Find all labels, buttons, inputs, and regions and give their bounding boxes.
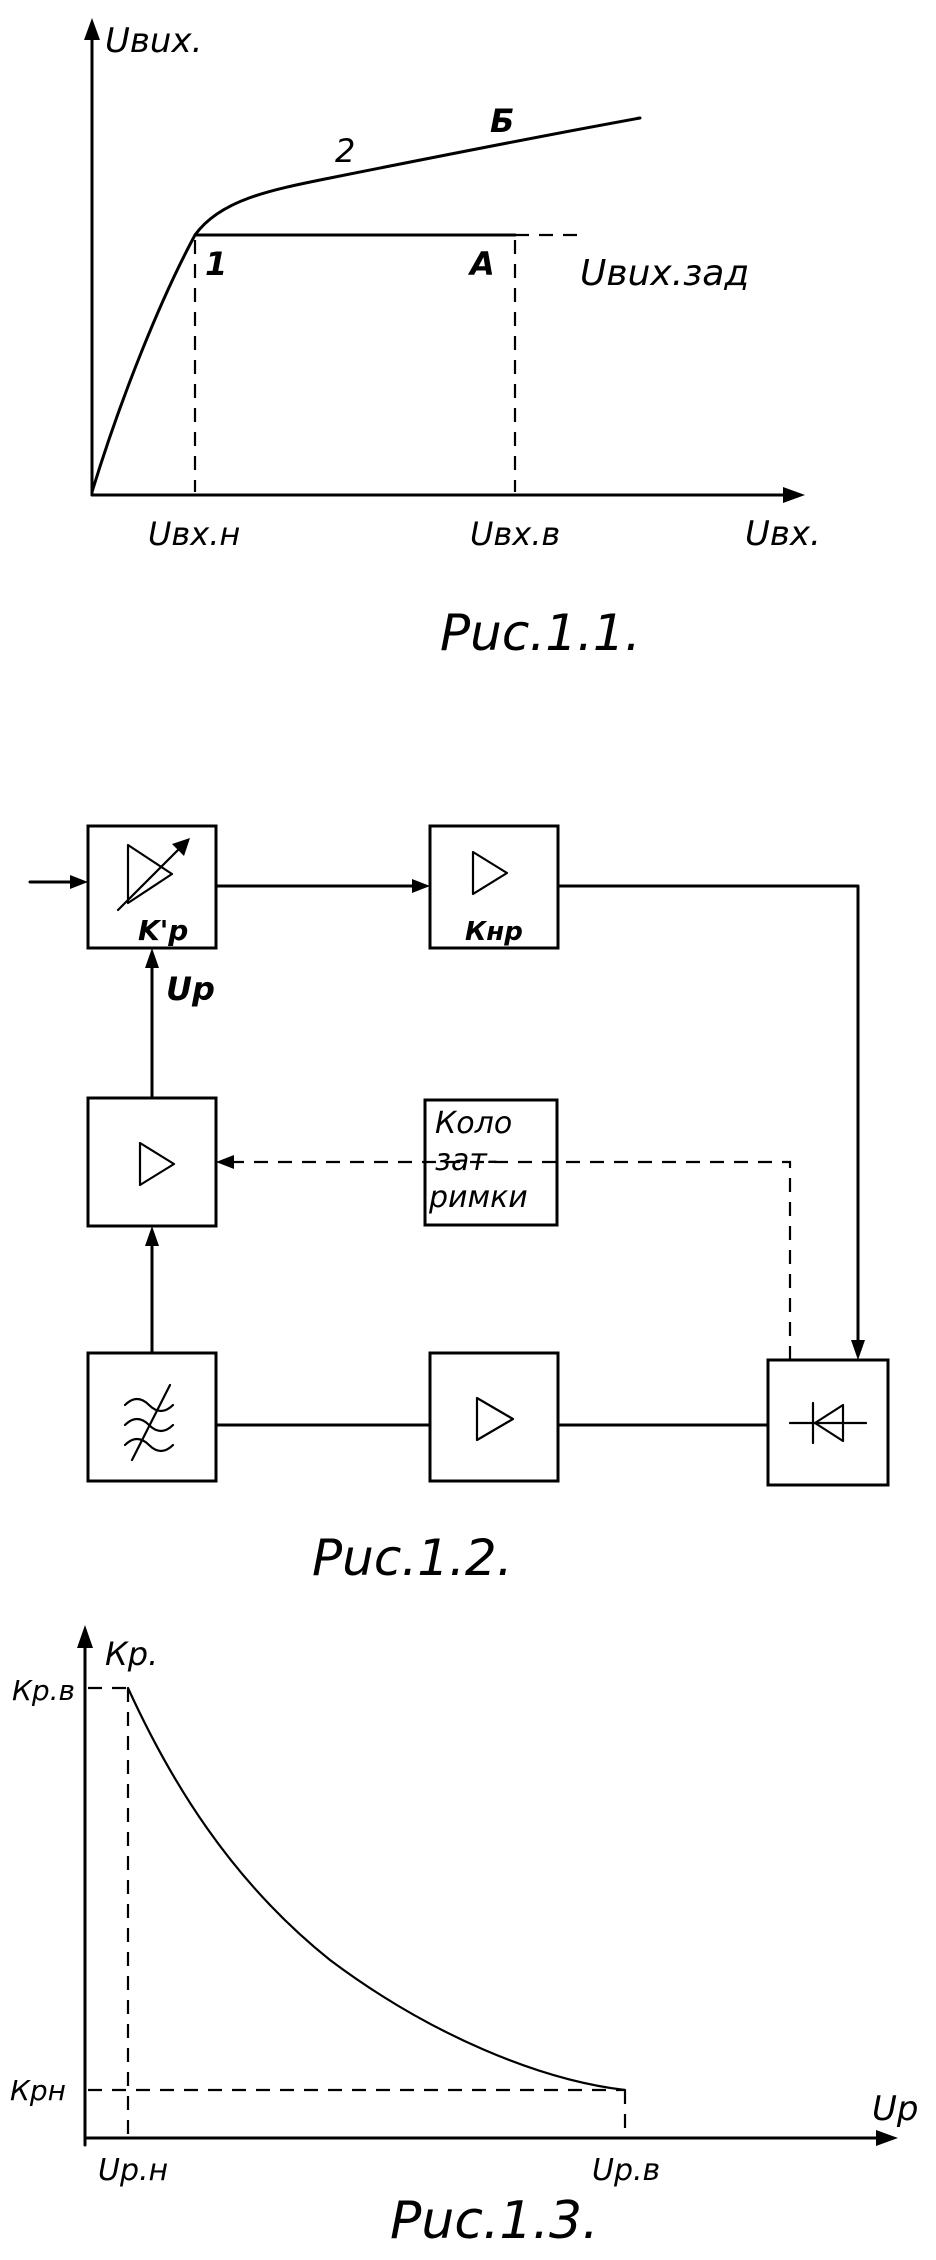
filter-wave-bottom-icon (123, 1437, 175, 1453)
link-control-regulated-arrow-icon (145, 948, 159, 968)
block-detector (766, 1358, 890, 1487)
fig1-setpoint-label: Uвuх.зад (580, 253, 749, 294)
delay-label-line3: римки (428, 1180, 528, 1215)
fig3-caption: Рuс.1.3. (390, 2191, 599, 2251)
fig1-caption: Рuс.1.1. (440, 604, 641, 662)
fig3-curve (126, 1686, 627, 2092)
filter-wave-top-icon (123, 1397, 175, 1413)
delay-label-line1: Коло (435, 1106, 512, 1141)
fig3-u-high: Uр.в (592, 2153, 660, 2188)
amp-knr-triangle-icon (471, 850, 509, 896)
regulated-amp-triangle-icon (126, 843, 174, 905)
fig1-y-label: Uвuх. (105, 21, 202, 61)
link-filter-control-arrow-icon (145, 1226, 159, 1246)
fig1-point-2: 2 (335, 132, 355, 170)
link-2-detector-arrow-icon (851, 1340, 865, 1360)
label-kp-prime: K'р (138, 914, 188, 947)
fig1-point-1: 1 (205, 245, 227, 283)
figure-1-3: Кр. Uр Кр.в Крн Uр.н Uр.в Рuс.1.3. (10, 1625, 918, 2251)
variable-arrowhead-icon (172, 838, 190, 856)
fig1-x-arrow-icon (783, 487, 805, 503)
fig1-tick-low: Uвх.н (148, 515, 240, 553)
fig3-y-label: Кр. (105, 1635, 158, 1673)
fig3-k-high: Кр.в (12, 1674, 75, 1707)
fig1-point-b: Б (490, 102, 514, 140)
input-arrow-icon (70, 875, 88, 889)
fig3-y-arrow-icon (77, 1625, 93, 1648)
fig3-u-low: Uр.н (98, 2153, 168, 2188)
label-ur: Uр (166, 970, 215, 1008)
fig3-k-low: Крн (10, 2074, 66, 2107)
label-knr: Кнр (465, 917, 523, 947)
delay-label-line2: зат- (435, 1143, 498, 1178)
block-filter (86, 1351, 218, 1483)
filter-slash-icon (130, 1383, 172, 1462)
fig3-x-label: Uр (872, 2089, 918, 2129)
delay-dashed-path (224, 1160, 792, 1360)
fig1-point-a: A (467, 245, 495, 283)
fig2-caption: Рuс.1.2. (312, 1529, 513, 1587)
fig1-y-arrow-icon (84, 18, 100, 40)
block-amplifier-bottom (428, 1351, 560, 1483)
control-amp-triangle-icon (138, 1141, 176, 1187)
delay-arrow-icon (216, 1155, 234, 1169)
link-2-detector (556, 884, 860, 1354)
amp-bottom-triangle-icon (475, 1396, 515, 1442)
variable-arrow-icon (116, 840, 188, 912)
link-1-2-arrow-icon (412, 879, 430, 893)
fig1-tick-high: Uвх.в (470, 515, 560, 553)
fig3-x-arrow-icon (876, 2130, 898, 2146)
figure-1-2: K'р Кнр Uр Коло зат- римки Рuс.1.2. (28, 824, 890, 1587)
fig1-x-label: Uвх. (745, 514, 821, 554)
fig1-curve-2 (90, 116, 642, 494)
diode-triangle-icon (813, 1403, 845, 1443)
block-control-amplifier (86, 1096, 218, 1228)
figure-1-1: Uвuх. Uвх. Uвх.н Uвх.в Uвuх.зад 1 2 A Б … (84, 18, 821, 662)
